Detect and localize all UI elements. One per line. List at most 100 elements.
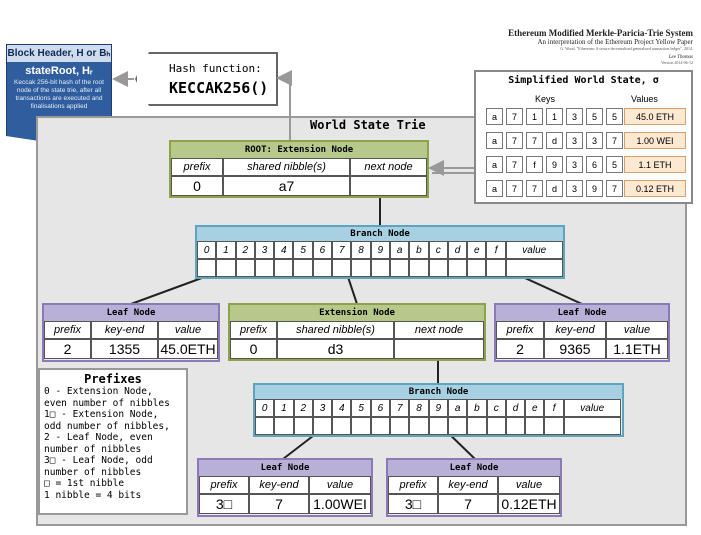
- branch2-title: Branch Node: [255, 385, 622, 399]
- hash-function-name: KECCAK256(): [169, 79, 269, 97]
- branch1-slot-label: c: [428, 241, 448, 259]
- branch1-slot-label: a: [389, 241, 410, 259]
- root-shared-value: a7: [223, 176, 350, 196]
- root-prefix-value: 0: [171, 176, 223, 196]
- root-node-title: ROOT: Extension Node: [171, 142, 427, 158]
- leaf4-title: Leaf Node: [388, 460, 560, 476]
- branch2-slot-cell: [370, 417, 391, 435]
- key-nibble-cell: 6: [586, 156, 603, 173]
- leaf2-keyend-value: 9365: [544, 339, 606, 359]
- branch1-slot-cell: [370, 259, 390, 277]
- key-nibble-cell: d: [546, 180, 563, 197]
- leaf3-prefix-header: prefix: [199, 476, 249, 494]
- prefix-line: number of nibbles: [44, 466, 142, 478]
- key-nibble-cell: 3: [586, 132, 603, 149]
- state-value-cell: 0.12 ETH: [624, 180, 686, 197]
- branch1-slot-cell: [332, 259, 352, 277]
- branch1-slot-cell: [428, 259, 448, 277]
- branch1-slot-cell: [293, 259, 313, 277]
- leaf3-prefix-value: 3□: [199, 494, 249, 514]
- ext2-next-value: [394, 339, 484, 359]
- state-value-cell: 1.00 WEI: [624, 132, 686, 149]
- leaf3-keyend-value: 7: [249, 494, 309, 514]
- branch1-slot-cell: [447, 259, 468, 277]
- state-root-label: stateRoot, Hᵣ: [25, 65, 93, 77]
- key-nibble-cell: 7: [606, 180, 623, 197]
- leaf1-prefix-header: prefix: [44, 321, 91, 339]
- branch2-slot-label: b: [467, 399, 487, 417]
- key-nibble-cell: 3: [566, 156, 583, 173]
- leaf1-keyend-value: 1355: [91, 339, 158, 359]
- block-header-title: Block Header, H or Bₕ: [7, 45, 111, 62]
- diagram-date: Version 2014-06-12: [661, 60, 693, 65]
- branch1-slot-label: d: [447, 241, 468, 259]
- state-root-description: Keccak 256-bit hash of the root node of …: [14, 79, 104, 110]
- key-nibble-cell: 7: [506, 108, 523, 125]
- branch1-slot-cell: [351, 259, 371, 277]
- leaf1-value-header: value: [158, 321, 218, 339]
- leaf3-title: Leaf Node: [199, 460, 371, 476]
- key-nibble-cell: a: [486, 180, 503, 197]
- leaf2-prefix-value: 2: [496, 339, 544, 359]
- leaf-node-1: Leaf Node prefix key-end value 2 1355 45…: [42, 303, 220, 362]
- branch1-slot-label: 5: [293, 241, 313, 259]
- branch1-slot-label: b: [409, 241, 429, 259]
- branch2-slot-cell: [390, 417, 410, 435]
- values-header: Values: [631, 94, 658, 104]
- branch2-slot-label: 1: [274, 399, 294, 417]
- key-nibble-cell: 3: [566, 180, 583, 197]
- leaf-node-2: Leaf Node prefix key-end value 2 9365 1.…: [494, 303, 670, 362]
- branch1-slot-label: 3: [254, 241, 275, 259]
- branch2-slot-label: 7: [390, 399, 410, 417]
- branch1-slot-label: value: [505, 241, 563, 259]
- key-nibble-cell: d: [546, 132, 563, 149]
- prefix-line: even number of nibbles: [44, 397, 170, 409]
- leaf4-value-header: value: [498, 476, 560, 494]
- root-next-value: [350, 176, 427, 196]
- prefix-line: 3□ - Leaf Node, odd: [44, 455, 153, 466]
- branch2-slot-label: d: [505, 399, 526, 417]
- branch2-slot-cell: [332, 417, 352, 435]
- branch2-slot-cell: [428, 417, 448, 435]
- leaf1-keyend-header: key-end: [91, 321, 158, 339]
- key-nibble-cell: 5: [586, 108, 603, 125]
- key-nibble-cell: 7: [526, 180, 543, 197]
- key-nibble-cell: f: [526, 156, 543, 173]
- branch1-slot-cell: [235, 259, 255, 277]
- branch2-slot-cell: [351, 417, 371, 435]
- branch2-slot-label: 3: [312, 399, 333, 417]
- prefixes-legend: Prefixes 0 - Extension Node, even number…: [38, 368, 188, 515]
- branch1-slot-cell: [312, 259, 333, 277]
- key-nibble-cell: a: [486, 108, 503, 125]
- branch1-slot-cell: [254, 259, 275, 277]
- branch2-slot-cell: [505, 417, 526, 435]
- prefix-line: 1 nibble = 4 bits: [44, 489, 142, 501]
- extension-node-2: Extension Node prefix shared nibble(s) n…: [228, 303, 486, 361]
- branch2-slot-cell: [486, 417, 506, 435]
- key-nibble-cell: a: [486, 132, 503, 149]
- branch1-slot-label: 2: [235, 241, 255, 259]
- key-nibble-cell: a: [486, 156, 503, 173]
- leaf-node-4: Leaf Node prefix key-end value 3□ 7 0.12…: [386, 458, 562, 517]
- branch2-slot-cell: [255, 417, 275, 435]
- ext2-prefix-header: prefix: [230, 321, 277, 339]
- leaf1-title: Leaf Node: [44, 305, 218, 321]
- state-value-cell: 45.0 ETH: [624, 108, 686, 125]
- keys-header: Keys: [535, 94, 556, 104]
- branch2-slot-cell: [563, 417, 621, 435]
- leaf3-value-header: value: [309, 476, 371, 494]
- prefix-line: 1□ - Extension Node,: [44, 409, 159, 420]
- prefix-line: 0 - Extension Node,: [44, 386, 153, 397]
- key-nibble-cell: 3: [566, 132, 583, 149]
- key-nibble-cell: 7: [606, 132, 623, 149]
- prefix-line: odd number of nibbles,: [44, 420, 170, 432]
- leaf2-title: Leaf Node: [496, 305, 668, 321]
- diagram-title: Ethereum Modified Merkle-Paricia-Trie Sy…: [508, 28, 693, 38]
- branch2-slot-label: 8: [409, 399, 429, 417]
- branch2-slot-label: c: [486, 399, 506, 417]
- branch2-slot-row: [255, 417, 622, 435]
- branch1-slot-cell: [486, 259, 506, 277]
- prefix-line: 2 - Leaf Node, even: [44, 432, 153, 443]
